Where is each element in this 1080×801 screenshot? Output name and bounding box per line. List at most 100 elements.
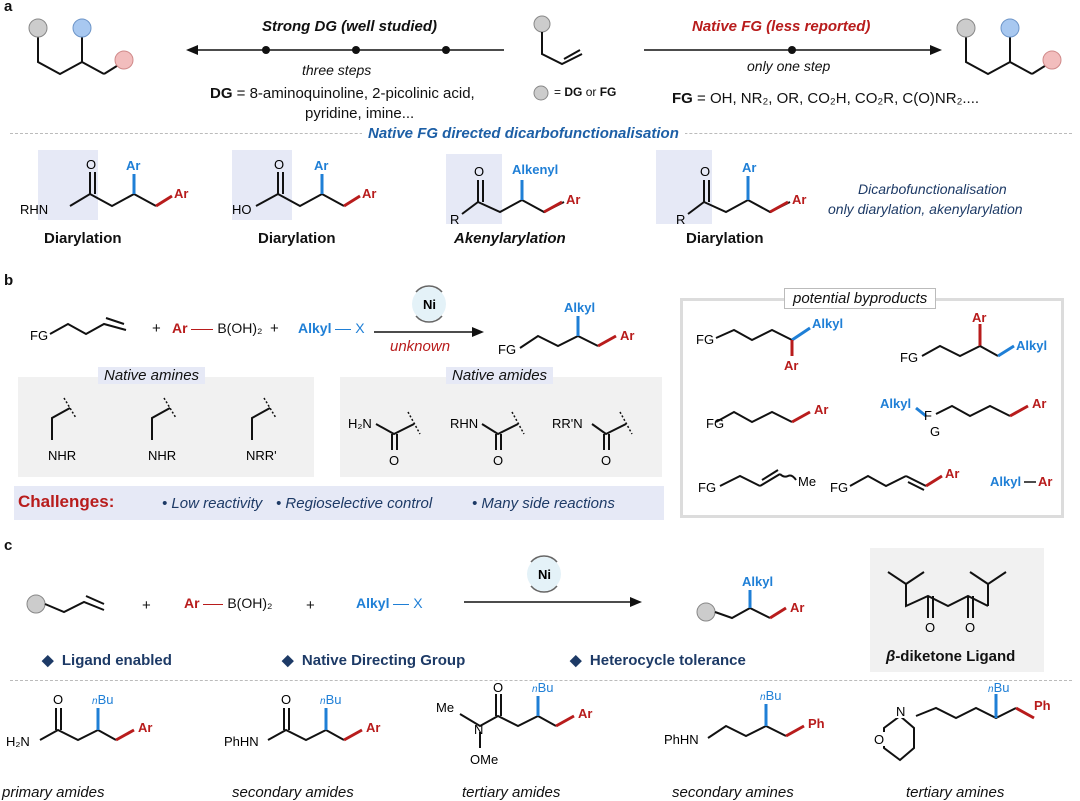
svg-text:RR'N: RR'N: [552, 416, 583, 431]
svg-text:F: F: [924, 408, 932, 423]
svg-text:FG: FG: [30, 328, 48, 343]
three-steps: three steps: [302, 62, 372, 78]
svg-text:O: O: [53, 692, 63, 707]
fg-definition: FG = OH, NR₂, OR, CO₂H, CO₂R, C(O)NR₂...…: [672, 90, 980, 107]
atom-o: O: [86, 157, 96, 172]
svg-text:Ar: Ar: [126, 158, 140, 173]
svg-text:FG: FG: [696, 332, 714, 347]
svg-text:H₂N: H₂N: [6, 734, 30, 749]
ex-primary-amide: O H₂N nBu Ar: [6, 692, 152, 749]
highlight-4: [656, 150, 712, 224]
svg-text:Ph: Ph: [1034, 698, 1051, 713]
ex-tertiary-amide: O Me N OMe nBu Ar: [436, 680, 592, 767]
svg-text:Ar: Ar: [814, 402, 828, 417]
native-amines-title: Native amines: [98, 367, 206, 384]
c-plus-1: +: [142, 597, 151, 614]
amide-structures: H₂N O RHN O RR'N O: [348, 411, 633, 468]
svg-text:FG: FG: [900, 350, 918, 365]
b-substrate-alkene: FG: [30, 317, 127, 343]
svg-text:Alkyl: Alkyl: [812, 316, 843, 331]
legend-text: = DG or FG: [554, 85, 617, 99]
generic-product-right: [956, 18, 1062, 76]
svg-text:FG: FG: [698, 480, 716, 495]
svg-text:NHR: NHR: [48, 448, 76, 463]
ex-label-1: primary amides: [2, 784, 105, 801]
svg-text:Ar: Ar: [972, 310, 986, 325]
ex-secondary-amine: PhHN nBu Ph: [664, 688, 825, 747]
svg-text:Alkyl: Alkyl: [880, 396, 911, 411]
strong-dg-title: Strong DG (well studied): [262, 18, 437, 35]
c-boronic: Ar B(OH)₂: [184, 595, 273, 611]
svg-text:Ar: Ar: [620, 328, 634, 343]
svg-text:O: O: [925, 620, 935, 635]
b-boronic: Ar B(OH)₂: [172, 320, 263, 336]
svg-text:FG: FG: [830, 480, 848, 495]
dg-definition: DG = 8-aminoquinoline, 2-picolinic acid,: [210, 85, 475, 102]
svg-text:Ar: Ar: [174, 186, 188, 201]
panel-c-label: c: [4, 537, 13, 554]
svg-text:Ar: Ar: [138, 720, 152, 735]
svg-text:nBu: nBu: [760, 688, 781, 703]
panel-b-label: b: [4, 272, 14, 289]
ex-tertiary-amine: N O nBu Ph: [872, 680, 1051, 762]
amine-structures: NHR NHR NRR': [48, 397, 277, 463]
svg-text:Ar: Ar: [742, 160, 756, 175]
feature-ligand: ◆ Ligand enabled: [42, 652, 172, 669]
svg-text:Ar: Ar: [566, 192, 580, 207]
native-amines-box: [18, 377, 314, 477]
challenge-1: • Low reactivity: [162, 495, 263, 512]
challenges-label: Challenges:: [18, 492, 115, 511]
starting-alkene: [533, 15, 583, 66]
native-amides-box: [340, 377, 662, 477]
native-fg-arrow: [644, 45, 942, 55]
example-ketone-alkenylarylation: O R Alkenyl Ar: [450, 162, 580, 227]
svg-text:R: R: [676, 212, 685, 227]
svg-text:HO: HO: [232, 202, 252, 217]
feature-directing-group: ◆ Native Directing Group: [282, 652, 466, 669]
svg-text:Ni: Ni: [423, 297, 436, 312]
svg-text:FG: FG: [498, 342, 516, 357]
feature-heterocycle: ◆ Heterocycle tolerance: [570, 652, 746, 669]
svg-text:Ar: Ar: [578, 706, 592, 721]
generic-product-left: [28, 18, 134, 76]
example-amide-diarylation: O RHN Ar Ar: [20, 157, 188, 217]
byproducts-title: potential byproducts: [784, 288, 937, 309]
svg-text:Ar: Ar: [792, 192, 806, 207]
challenges-bar: [14, 486, 664, 520]
svg-text:O: O: [389, 453, 399, 468]
svg-text:O: O: [493, 453, 503, 468]
svg-text:FG: FG: [706, 416, 724, 431]
svg-text:nBu: nBu: [92, 692, 113, 707]
svg-text:NRR': NRR': [246, 448, 277, 463]
divider-c: [10, 680, 1072, 681]
svg-text:NHR: NHR: [148, 448, 176, 463]
svg-text:O: O: [601, 453, 611, 468]
ligand-box: [870, 548, 1044, 672]
dg-definition-2: pyridine, imine...: [305, 105, 415, 122]
svg-text:O: O: [474, 164, 484, 179]
b-alkyl-halide: Alkyl X: [298, 320, 365, 336]
svg-text:O: O: [493, 680, 503, 695]
challenge-3: • Many side reactions: [472, 495, 615, 512]
svg-text:nBu: nBu: [532, 680, 553, 695]
svg-text:PhHN: PhHN: [664, 732, 699, 747]
svg-text:H₂N: H₂N: [348, 416, 372, 431]
summary-1: Dicarbofunctionalisation: [858, 181, 1007, 197]
challenge-2: • Regioselective control: [276, 495, 433, 512]
ex-label-2: secondary amides: [232, 784, 354, 801]
svg-text:Me: Me: [436, 700, 454, 715]
strong-dg-arrow: [186, 45, 504, 55]
native-amides-title: Native amides: [446, 367, 554, 384]
svg-text:Ar: Ar: [1032, 396, 1046, 411]
svg-text:R: R: [450, 212, 459, 227]
svg-text:O: O: [274, 157, 284, 172]
svg-text:O: O: [700, 164, 710, 179]
summary-2: only diarylation, akenylarylation: [828, 201, 1023, 217]
svg-text:Me: Me: [798, 474, 816, 489]
example-label-1: Diarylation: [44, 230, 122, 247]
example-acid-diarylation: O HO Ar Ar: [232, 157, 376, 217]
svg-text:PhHN: PhHN: [224, 734, 259, 749]
svg-text:Alkyl: Alkyl: [742, 574, 773, 589]
c-substrate: [26, 594, 105, 614]
